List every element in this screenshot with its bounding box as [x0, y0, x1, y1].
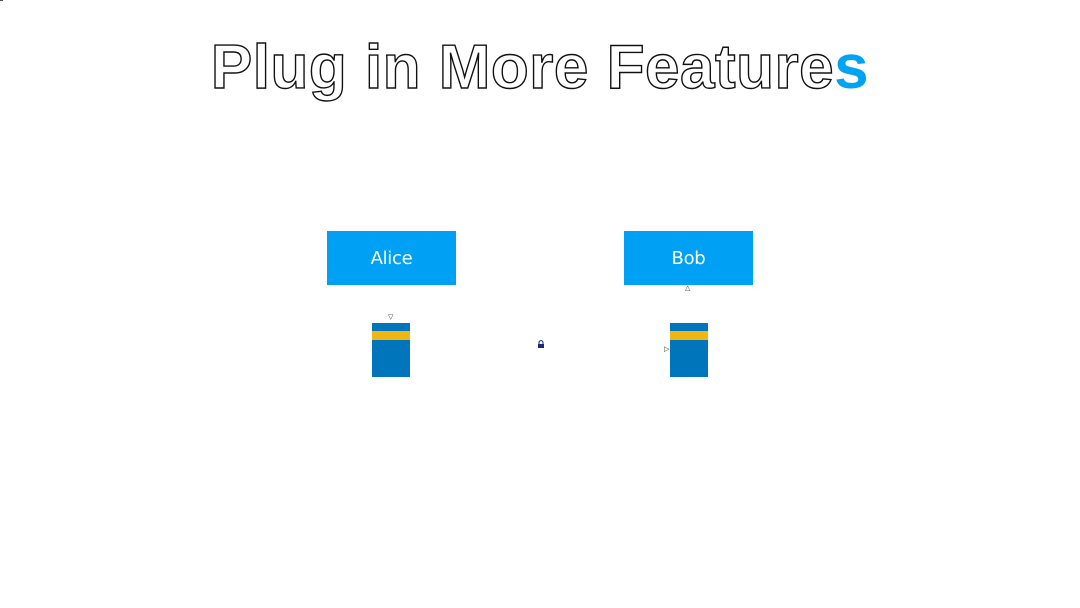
page-title: Plug in More Features — [0, 28, 1080, 108]
bob-box: Bob — [624, 231, 753, 285]
bob-label: Bob — [671, 247, 706, 269]
triangle-up-icon: △ — [685, 284, 691, 292]
alice-connector-tick — [0, 0, 3, 1]
triangle-down-icon: ▽ — [388, 313, 394, 321]
bob-device-icon — [670, 323, 708, 377]
alice-box: Alice — [327, 231, 456, 285]
bob-device-band — [670, 331, 708, 340]
alice-device-band — [372, 331, 410, 340]
lock-icon — [538, 340, 544, 348]
alice-device-icon — [372, 323, 410, 377]
alice-label: Alice — [370, 247, 413, 269]
title-accent: s — [834, 33, 870, 102]
port-icon: ▷ — [664, 345, 670, 353]
title-main: Plug in More Feature — [210, 32, 835, 102]
